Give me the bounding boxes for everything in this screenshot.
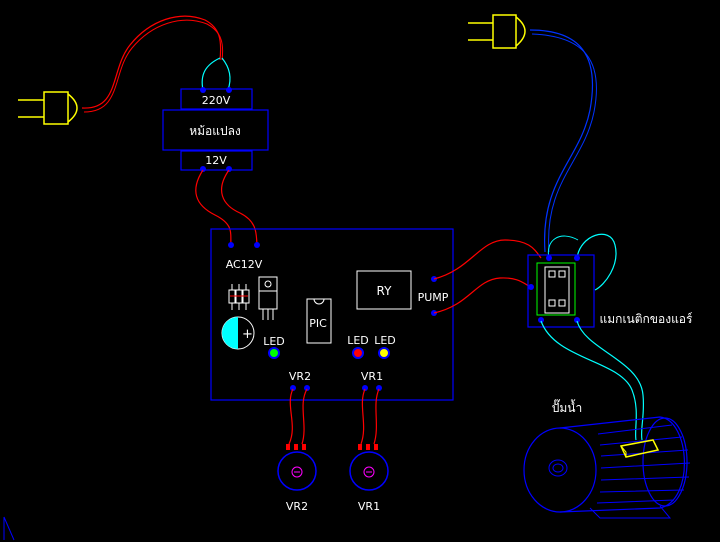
- potentiometer-vr2: VR2: [277, 444, 317, 513]
- vr1-knob-label: VR1: [358, 500, 380, 513]
- control-board: AC12V + PI: [210, 228, 454, 401]
- corner-marker: [3, 516, 15, 541]
- right-power-plug: [468, 14, 526, 49]
- pump-motor: ปั๊มน้ำ: [523, 399, 691, 519]
- voltage-regulator: [258, 276, 278, 320]
- contactor-label: แมกเนติกของแอร์: [600, 312, 693, 326]
- led-red-label: LED: [347, 334, 369, 347]
- vr2-knob-label: VR2: [286, 500, 308, 513]
- right-plug-cord-2: [531, 33, 597, 253]
- vr1-board-label: VR1: [361, 370, 383, 383]
- relay-label: RY: [377, 284, 393, 298]
- transformer-secondary-label: 12V: [205, 154, 227, 167]
- transformer-name: หม้อแปลง: [189, 124, 241, 138]
- left-power-plug: [18, 91, 78, 125]
- capacitor: +: [221, 316, 255, 350]
- board-ac-label: AC12V: [226, 258, 263, 271]
- transformer: 220V หม้อแปลง 12V: [162, 87, 269, 172]
- vr2-board-label: VR2: [289, 370, 311, 383]
- motor-label: ปั๊มน้ำ: [552, 399, 582, 415]
- potentiometer-vr1: VR1: [349, 444, 389, 513]
- pic-chip: PIC: [306, 298, 332, 344]
- led-red: LED: [347, 334, 369, 359]
- ac12v-wire-2: [220, 169, 258, 245]
- led-green: LED: [263, 335, 285, 359]
- left-plug-cord-2: [83, 19, 224, 113]
- ac12v-wire: [195, 169, 232, 245]
- resistor-array: [228, 284, 250, 310]
- led-green-label: LED: [263, 335, 285, 348]
- right-plug-cord: [529, 29, 594, 253]
- contactor: แมกเนติกของแอร์: [527, 254, 693, 328]
- transformer-input-lead: [201, 57, 221, 91]
- pic-label: PIC: [309, 317, 327, 330]
- svg-text:+: +: [242, 327, 253, 342]
- pump-label: PUMP: [418, 291, 449, 304]
- led-yellow-label: LED: [374, 334, 396, 347]
- transformer-input-lead-2: [221, 57, 231, 91]
- left-plug-cord: [81, 15, 222, 109]
- relay: RY: [356, 270, 412, 310]
- transformer-primary-label: 220V: [202, 94, 231, 107]
- led-yellow: LED: [374, 334, 396, 359]
